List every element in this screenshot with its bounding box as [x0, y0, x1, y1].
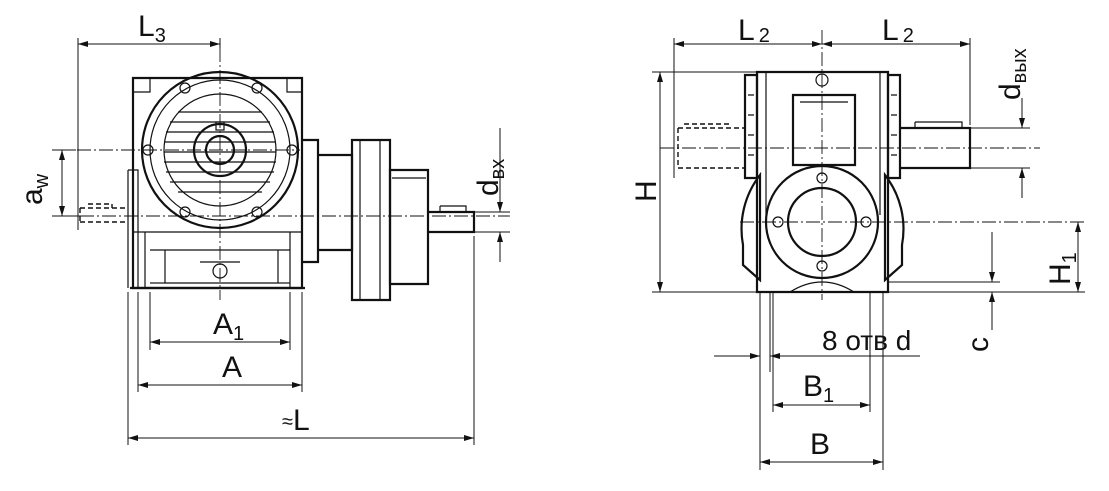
- dim-H: H: [630, 71, 757, 293]
- dim-B1: B1: [772, 292, 871, 412]
- label-L3-sub: 3: [155, 25, 166, 47]
- svg-text:A1: A1: [213, 308, 244, 345]
- label-A1-sub: 1: [233, 323, 244, 345]
- dim-c: c: [888, 232, 1000, 352]
- label-L-prefix: ≈: [282, 411, 293, 433]
- label-L2-right-sub: 2: [903, 25, 914, 47]
- label-dvyx-sub: вых: [1009, 48, 1031, 83]
- label-dvyx-main: d: [994, 83, 1027, 100]
- dim-A1: A1: [149, 292, 291, 350]
- label-L-main: L: [293, 404, 310, 437]
- output-shaft: [900, 121, 972, 170]
- svg-text:L3: L3: [138, 10, 166, 47]
- label-dvx-main: d: [472, 179, 505, 196]
- label-aw-main: a: [16, 188, 49, 205]
- svg-text:dвх: dвх: [472, 159, 509, 196]
- dim-aw: aw: [16, 149, 80, 217]
- hidden-output-shaft: [677, 123, 745, 169]
- label-holes: 8 отв d: [822, 325, 911, 356]
- svg-text:≈L: ≈L: [282, 404, 310, 437]
- svg-text:L2: L2: [738, 14, 770, 47]
- label-L3-main: L: [138, 10, 155, 43]
- input-shaft: [428, 205, 476, 234]
- dim-dvyx: dвых: [970, 48, 1031, 198]
- dim-L3: L3: [77, 10, 221, 230]
- dim-B: B: [759, 292, 884, 470]
- svg-text:H1: H1: [1044, 252, 1081, 285]
- svg-text:B1: B1: [803, 370, 834, 407]
- label-aw-sub: w: [31, 173, 53, 189]
- dim-holes: 8 отв d: [714, 292, 920, 372]
- label-H: H: [630, 180, 663, 202]
- dim-L: ≈L: [127, 236, 475, 445]
- label-A1-main: A: [213, 308, 233, 341]
- svg-text:dвых: dвых: [994, 48, 1031, 100]
- input-flange: [302, 138, 430, 302]
- label-dvx-sub: вх: [487, 159, 509, 180]
- label-B: B: [810, 428, 830, 461]
- hidden-shaft-left: [79, 203, 128, 223]
- svg-text:aw: aw: [16, 173, 53, 205]
- dim-H1: H1: [888, 222, 1085, 293]
- label-H1-sub: 1: [1059, 252, 1081, 263]
- label-B1-sub: 1: [823, 385, 834, 407]
- svg-text:L2: L2: [882, 14, 914, 47]
- label-L2-left-main: L: [738, 14, 755, 47]
- label-L2-right-main: L: [882, 14, 899, 47]
- label-A: A: [222, 351, 242, 384]
- dim-dvx: dвх: [472, 128, 510, 262]
- front-view: L3 aw dвх A1 A: [16, 10, 510, 445]
- side-housing: [743, 70, 902, 294]
- label-H1-main: H: [1044, 263, 1077, 285]
- dim-A: A: [137, 292, 303, 392]
- label-L2-left-sub: 2: [759, 25, 770, 47]
- label-B1-main: B: [803, 370, 823, 403]
- label-c: c: [962, 337, 995, 352]
